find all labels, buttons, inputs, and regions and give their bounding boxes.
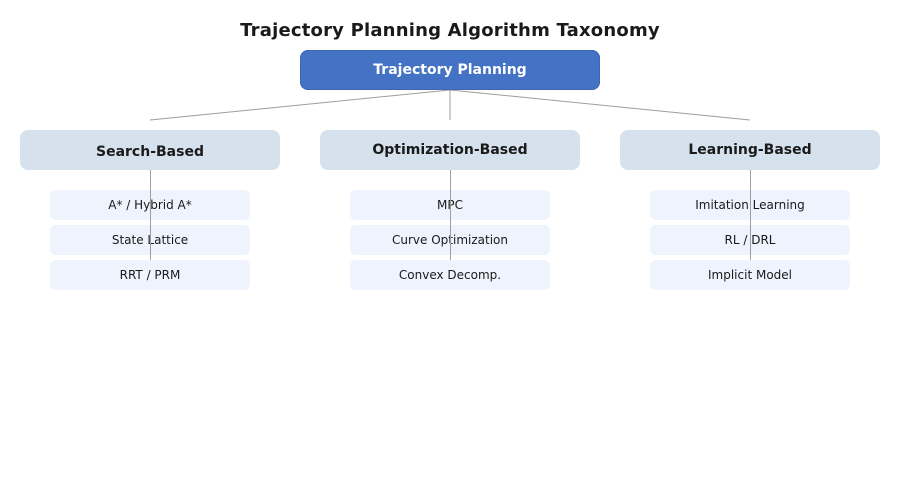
leaf-node: Implicit Model: [650, 260, 850, 290]
connector-root-learning: [449, 89, 751, 121]
connector-vertical: [450, 170, 451, 260]
leaf-label: Implicit Model: [708, 268, 792, 282]
root-node-label: Trajectory Planning: [373, 62, 527, 78]
connector-vertical: [150, 170, 151, 260]
category-node-search-based: Search-Based: [20, 130, 280, 170]
connector-vertical: [750, 170, 751, 260]
leaf-label: RRT / PRM: [119, 268, 181, 282]
category-node-optimization-based: Optimization-Based: [320, 130, 580, 170]
leaf-label: Convex Decomp.: [398, 268, 502, 282]
connector-root-search: [149, 89, 451, 121]
leaf-label: Curve Optimization: [392, 233, 508, 247]
leaf-node: Convex Decomp.: [350, 260, 550, 290]
category-node-learning-based: Learning-Based: [620, 130, 880, 170]
diagram-title: Trajectory Planning Algorithm Taxonomy: [240, 20, 660, 41]
root-node: Trajectory Planning: [300, 50, 600, 90]
leaf-node: RRT / PRM: [50, 260, 250, 290]
category-label: Optimization-Based: [372, 142, 528, 158]
category-label: Search-Based: [96, 144, 204, 160]
category-label: Learning-Based: [688, 142, 812, 158]
